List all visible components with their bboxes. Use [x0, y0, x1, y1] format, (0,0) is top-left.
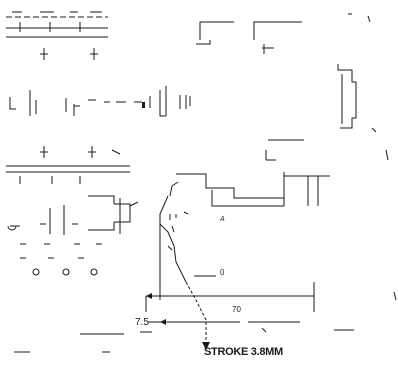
arrowhead — [160, 319, 166, 325]
arrowhead — [146, 293, 152, 299]
note-a-label: A — [220, 216, 225, 223]
dimension-0-label: 0 — [220, 268, 225, 277]
dimension-70-label: 70 — [232, 305, 241, 314]
middle-left-component-row — [9, 86, 191, 117]
lower-left-component-group — [6, 146, 130, 276]
mounting-bracket — [265, 64, 377, 161]
block-marker — [142, 102, 145, 108]
dimension-lines — [14, 149, 397, 353]
stroke-guide — [159, 181, 207, 348]
plate-outline — [196, 13, 371, 54]
stepped-profile — [176, 172, 330, 207]
offset-dimension-label: 7.5 — [135, 317, 149, 328]
detail-block — [88, 195, 139, 234]
arrowhead — [202, 342, 210, 350]
stroke-annotation: STROKE 3.8MM — [204, 346, 283, 358]
top-left-component-group — [6, 11, 108, 60]
